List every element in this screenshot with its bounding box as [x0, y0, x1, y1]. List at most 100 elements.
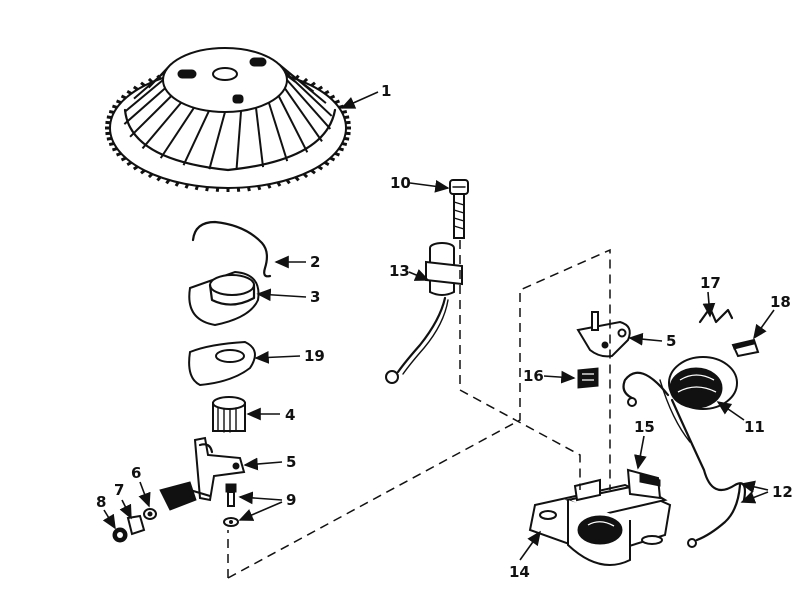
breaker-arm: [193, 436, 246, 502]
callout-11: 11: [744, 418, 765, 436]
gear-tooth: [174, 181, 180, 187]
callout-6: 6: [131, 464, 141, 482]
callout-5-upper: 5: [666, 332, 676, 350]
gear-tooth: [156, 176, 162, 182]
gear-tooth: [341, 142, 348, 147]
callout-15: 15: [634, 418, 655, 436]
cam-sleeve: [188, 270, 260, 327]
callout-4: 4: [285, 406, 295, 424]
flywheel-fin: [284, 70, 333, 117]
gear-tooth: [323, 89, 330, 95]
gear-tooth: [310, 81, 316, 87]
screw-and-washer: [223, 483, 239, 527]
gear-tooth: [257, 185, 262, 191]
gear-tooth: [111, 104, 118, 109]
gear-tooth: [334, 151, 341, 157]
gear-tooth: [285, 179, 291, 185]
flywheel-fin: [141, 101, 182, 150]
gear-tooth: [165, 179, 171, 185]
callout-16: 16: [523, 367, 544, 385]
gear-tooth: [302, 172, 309, 179]
ignition-coil: [622, 356, 738, 410]
callout-10: 10: [390, 174, 411, 192]
gear-tooth: [111, 147, 118, 152]
gear-tooth: [115, 151, 122, 157]
assembly-guide-lines: [227, 240, 611, 579]
flywheel: [105, 47, 351, 192]
flywheel-fin: [278, 63, 327, 104]
gear-tooth: [276, 181, 282, 187]
flywheel-fin: [123, 87, 166, 125]
small-hardware: [112, 508, 157, 543]
callout-14: 14: [509, 563, 530, 581]
callout-5-lower: 5: [286, 453, 296, 471]
gear-tooth: [247, 186, 251, 192]
gear-tooth: [302, 77, 309, 84]
flywheel-fin: [182, 110, 210, 166]
shim: [731, 338, 760, 358]
spring-clip: [191, 220, 272, 278]
gear-tooth: [294, 176, 300, 182]
gear-tooth: [132, 165, 139, 171]
leader-lines: [102, 91, 775, 561]
gear-tooth: [266, 183, 272, 189]
callout-labels: 1 2 3 4 5 5 6 7 8 9 10 11 12 13 14 15 16…: [96, 82, 793, 581]
callout-9: 9: [286, 491, 296, 509]
gear-tooth: [343, 115, 350, 120]
callout-13: 13: [389, 262, 410, 280]
gear-tooth: [341, 109, 348, 114]
gear-tooth: [184, 183, 190, 189]
bushing: [212, 396, 246, 433]
gear-tooth: [310, 169, 316, 175]
wire-clip: [698, 306, 734, 324]
gear-tooth: [120, 156, 127, 162]
gear-tooth: [317, 165, 324, 171]
gear-tooth: [343, 136, 350, 141]
terminal-bracket: [576, 311, 631, 358]
small-clip: [577, 367, 599, 389]
gear-tooth: [147, 172, 154, 179]
flywheel-fin: [235, 110, 243, 170]
callout-19: 19: [304, 347, 325, 365]
gasket-plate: [188, 340, 256, 387]
mounting-screw: [449, 179, 469, 239]
callout-2: 2: [310, 253, 320, 271]
gear-tooth: [108, 109, 115, 114]
gear-tooth: [115, 99, 122, 105]
callout-3: 3: [310, 288, 320, 306]
points-block: [159, 481, 212, 511]
flywheel-fin: [277, 95, 309, 153]
gear-tooth: [132, 85, 139, 91]
gear-tooth: [120, 94, 127, 100]
gear-tooth: [317, 85, 324, 91]
flywheel-fin: [284, 87, 323, 142]
flywheel-fin: [286, 79, 332, 130]
flywheel-fin: [267, 102, 289, 162]
gear-tooth: [329, 94, 336, 100]
callout-8: 8: [96, 493, 106, 511]
callout-1: 1: [381, 82, 391, 100]
flywheel-fin: [129, 95, 173, 138]
gear-tooth: [106, 115, 113, 120]
gear-tooth: [205, 186, 209, 192]
callout-7: 7: [114, 481, 124, 499]
gear-tooth: [106, 136, 113, 141]
armature-base: [528, 468, 672, 566]
gear-tooth: [140, 169, 146, 175]
gear-tooth: [126, 89, 133, 95]
flywheel-fin: [159, 107, 195, 159]
gear-tooth: [338, 147, 345, 152]
callout-18: 18: [770, 293, 791, 311]
gear-tooth: [329, 156, 336, 162]
callout-12: 12: [772, 483, 793, 501]
flywheel-fin: [255, 107, 265, 168]
gear-tooth: [126, 161, 133, 167]
gear-tooth: [334, 99, 341, 105]
gear-tooth: [194, 185, 199, 191]
flywheel-fin: [208, 111, 226, 170]
gear-tooth: [147, 77, 154, 84]
condenser: [385, 242, 463, 384]
gear-tooth: [140, 81, 146, 87]
